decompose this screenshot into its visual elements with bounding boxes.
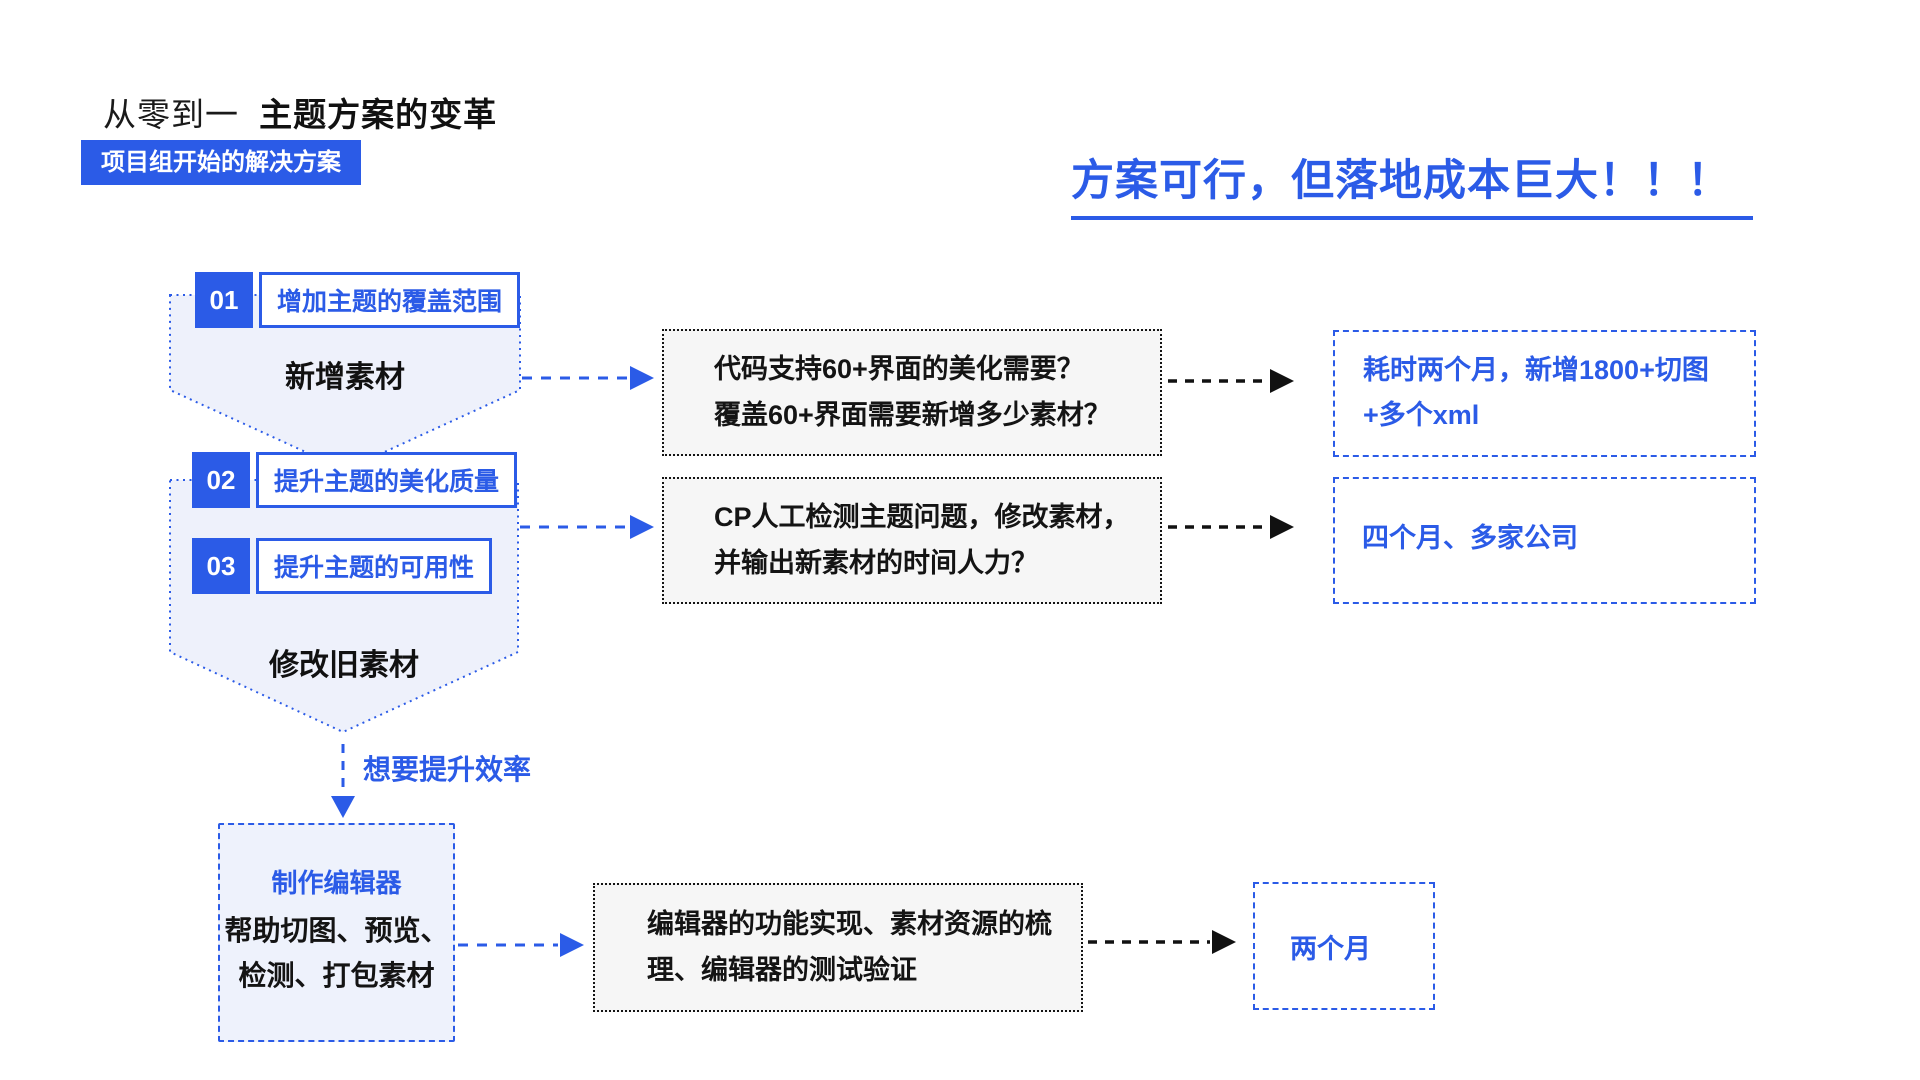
question1-line1: 代码支持60+界面的美化需要？ bbox=[714, 354, 1084, 384]
question-box-2: CP人工检测主题问题，修改素材， 并输出新素材的时间人力？ bbox=[662, 477, 1162, 604]
outcome-box-2: 四个月、多家公司 bbox=[1333, 477, 1756, 604]
outcome-box-3: 两个月 bbox=[1253, 882, 1435, 1010]
conclusion-underline bbox=[1071, 216, 1753, 220]
editor-box-title: 制作编辑器 bbox=[271, 868, 402, 898]
step-02-label: 提升主题的美化质量 bbox=[256, 452, 518, 508]
step-03-label: 提升主题的可用性 bbox=[256, 538, 493, 594]
arrowhead-q3-to-o3 bbox=[1212, 930, 1236, 954]
solution-tag: 项目组开始的解决方案 bbox=[81, 140, 361, 185]
group2-container-shape bbox=[169, 479, 519, 734]
page-title-prefix: 从零到一 bbox=[103, 96, 239, 133]
question2-line2: 并输出新素材的时间人力？ bbox=[714, 548, 1038, 578]
group2-caption: 修改旧素材 bbox=[269, 649, 419, 682]
arrowhead-q2-to-o2 bbox=[1270, 515, 1294, 539]
outcome1-line1: 耗时两个月，新增1800+切图 bbox=[1363, 355, 1709, 385]
outcome1-line2: +多个xml bbox=[1363, 400, 1480, 430]
outcome3-line1: 两个月 bbox=[1290, 934, 1371, 964]
question3-line1: 编辑器的功能实现、素材资源的梳 bbox=[647, 909, 1052, 939]
transition-label: 想要提升效率 bbox=[363, 754, 532, 785]
conclusion-title: 方案可行，但落地成本巨大！！！ bbox=[1071, 157, 1731, 205]
arrowhead-editor-to-q3 bbox=[560, 933, 584, 957]
group1-container-shape bbox=[169, 294, 521, 472]
question-box-3: 编辑器的功能实现、素材资源的梳 理、编辑器的测试验证 bbox=[593, 883, 1083, 1012]
arrowhead-group1-to-q1 bbox=[630, 366, 654, 390]
question1-line2: 覆盖60+界面需要新增多少素材？ bbox=[714, 400, 1111, 430]
outcome-box-1: 耗时两个月，新增1800+切图 +多个xml bbox=[1333, 330, 1756, 457]
step-01: 01 增加主题的覆盖范围 bbox=[195, 272, 521, 328]
step-01-number: 01 bbox=[195, 272, 253, 328]
step-02: 02 提升主题的美化质量 bbox=[192, 452, 518, 508]
question2-line1: CP人工检测主题问题，修改素材， bbox=[714, 502, 1130, 532]
question-box-1: 代码支持60+界面的美化需要？ 覆盖60+界面需要新增多少素材？ bbox=[662, 329, 1162, 456]
page-title-main: 主题方案的变革 bbox=[259, 96, 498, 133]
editor-body-line1: 帮助切图、预览、 bbox=[224, 915, 449, 946]
outcome2-line1: 四个月、多家公司 bbox=[1362, 523, 1578, 553]
arrowhead-q1-to-o1 bbox=[1270, 369, 1294, 393]
arrowhead-group2-to-editor bbox=[331, 796, 355, 818]
step-01-label: 增加主题的覆盖范围 bbox=[259, 272, 521, 328]
group1-caption: 新增素材 bbox=[285, 361, 405, 394]
step-02-number: 02 bbox=[192, 452, 250, 508]
step-03-number: 03 bbox=[192, 538, 250, 594]
step-03: 03 提升主题的可用性 bbox=[192, 538, 493, 594]
question3-line2: 理、编辑器的测试验证 bbox=[647, 955, 917, 985]
editor-box: 制作编辑器 帮助切图、预览、 检测、打包素材 bbox=[218, 823, 455, 1042]
editor-body-line2: 检测、打包素材 bbox=[238, 960, 435, 991]
page-title: 从零到一 主题方案的变革 bbox=[103, 88, 497, 136]
arrowhead-group2-to-q2 bbox=[630, 515, 654, 539]
editor-box-body: 帮助切图、预览、 检测、打包素材 bbox=[220, 908, 453, 998]
